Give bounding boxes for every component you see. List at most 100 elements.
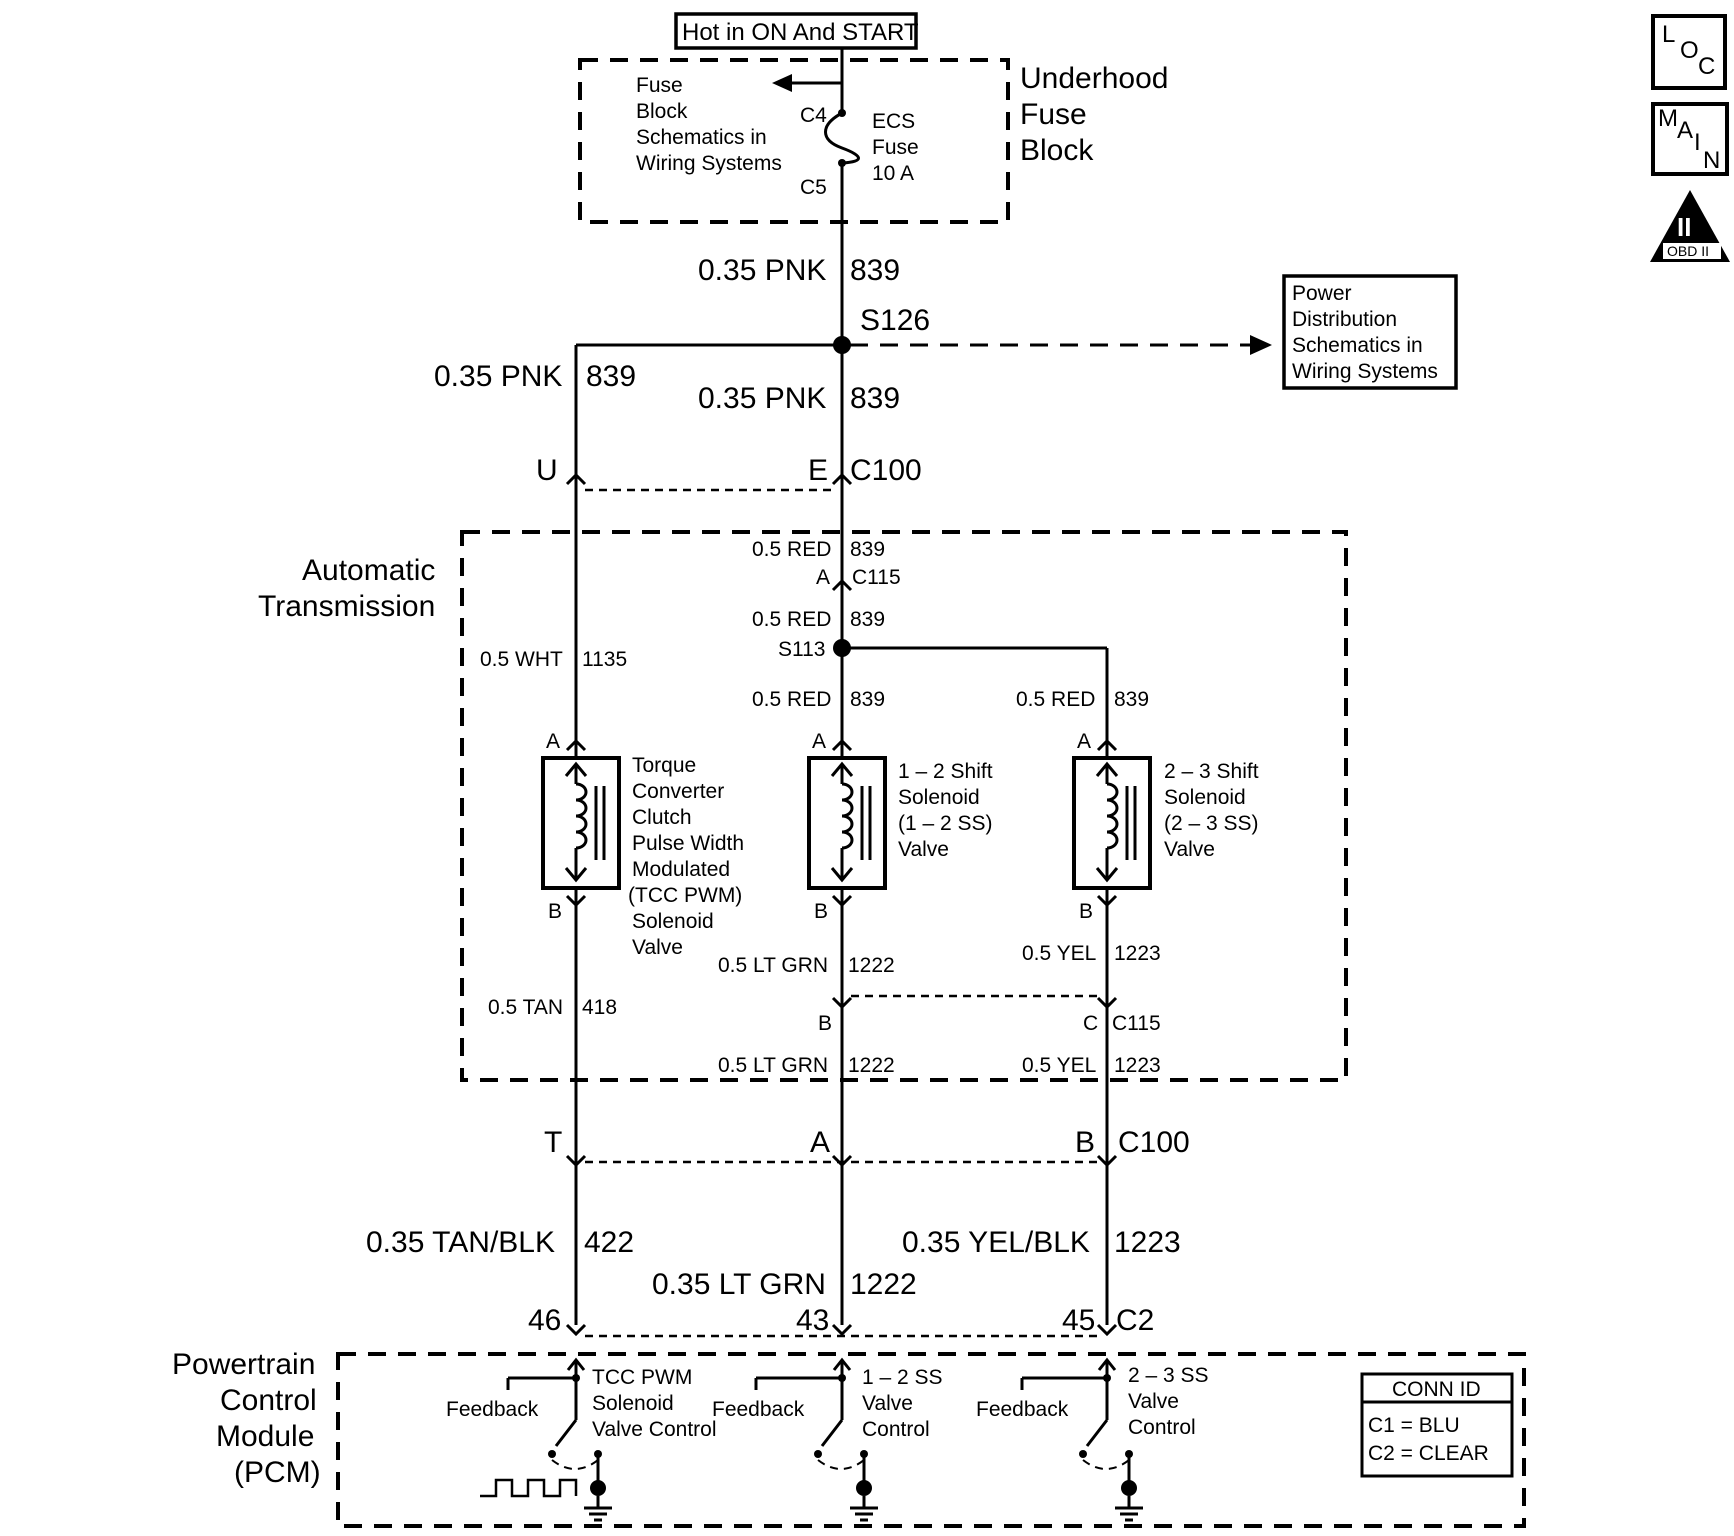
wire-label-pnk-left-color: 0.35 PNK [434,360,562,393]
wire-label-red-right-color: 0.5 RED [1016,688,1095,711]
svg-text:Valve: Valve [1164,838,1215,861]
wire-label-yel-1-circuit: 1223 [1114,942,1161,965]
main-icon: M A I N [1651,102,1729,176]
wire-label-pnk-center-1-circuit: 839 [850,254,900,287]
c100-pin-e-icon [831,472,853,486]
ss23-pin-a: A [1077,730,1091,753]
svg-text:(1 – 2 SS): (1 – 2 SS) [898,812,993,835]
wire-label-ltgrn-pcm-circuit: 1222 [850,1268,917,1301]
svg-text:N: N [1703,147,1720,174]
wire-label-tanblk-color: 0.35 TAN/BLK [366,1226,555,1259]
pcm-feedback-tcc: Feedback [446,1398,539,1421]
svg-text:Valve: Valve [898,838,949,861]
c2-pin-46-icon [565,1323,587,1337]
power-dist-arrowhead-icon [1250,335,1272,355]
c100-pin-b-icon [1096,1154,1118,1168]
svg-text:Modulated: Modulated [632,858,730,881]
fuse-conn-c5: C5 [800,176,827,199]
ss12-solenoid-label: 1 – 2 Shift Solenoid (1 – 2 SS) Valve [898,760,993,861]
ss23-solenoid-label: 2 – 3 Shift Solenoid (2 – 3 SS) Valve [1164,760,1259,861]
svg-text:Fuse: Fuse [872,136,919,159]
c100-upper-label: C100 [850,454,922,487]
pcm-tcc-control-label: TCC PWM Solenoid Valve Control [592,1366,717,1441]
svg-text:Pulse Width: Pulse Width [632,832,744,855]
c2-label: C2 [1116,1304,1154,1337]
svg-text:Transmission: Transmission [258,590,435,623]
fuse-conn-c4: C4 [800,104,827,127]
fuse-icon [824,111,860,165]
c115-lower-label: C115 [1112,1012,1161,1035]
svg-text:Schematics in: Schematics in [1292,334,1423,357]
wire-label-red-s113-top-color: 0.5 RED [752,608,831,631]
wire-label-wht-circuit: 1135 [582,648,627,671]
underhood-fuse-block-boundary [578,58,1010,224]
wire-label-ltgrn-2-circuit: 1222 [848,1054,895,1077]
c100-pin-e: E [808,454,828,487]
wire-label-tanblk-circuit: 422 [584,1226,634,1259]
wire-label-yelblk-color: 0.35 YEL/BLK [902,1226,1090,1259]
svg-text:10 A: 10 A [872,162,914,185]
c100-pin-u-icon [565,472,587,486]
wire-label-ltgrn-1-circuit: 1222 [848,954,895,977]
svg-text:Control: Control [862,1418,930,1441]
c115-pin-a: A [816,566,830,589]
svg-text:I: I [1694,129,1701,156]
svg-text:Torque: Torque [632,754,696,777]
ss12-pin-a-icon [831,738,853,752]
svg-text:Powertrain: Powertrain [172,1348,315,1381]
svg-text:Distribution: Distribution [1292,308,1397,331]
pcm-feedback-ss23: Feedback [976,1398,1069,1421]
svg-text:M: M [1658,105,1678,132]
svg-text:Module: Module [216,1420,314,1453]
c100-pin-u: U [536,454,558,487]
ss12-pin-a: A [812,730,826,753]
svg-text:Power: Power [1292,282,1352,305]
splice-s113 [833,639,851,657]
conn-id-title: CONN ID [1392,1378,1481,1401]
svg-text:ECS: ECS [872,110,915,133]
wire-label-tan-color: 0.5 TAN [488,996,563,1019]
svg-text:II: II [1677,212,1691,242]
automatic-transmission-title: Automatic Transmission [258,554,435,623]
power-label-box [674,12,918,50]
svg-text:Automatic: Automatic [302,554,435,587]
wire-label-pnk-center-2-circuit: 839 [850,382,900,415]
tcc-pwm-solenoid-icon [541,750,621,896]
svg-text:O: O [1680,37,1699,64]
c100-pin-b: B [1075,1126,1095,1159]
pcm-ss12-control-label: 1 – 2 SS Valve Control [862,1366,943,1441]
wire-label-tan-circuit: 418 [582,996,617,1019]
svg-text:Wiring Systems: Wiring Systems [636,152,782,175]
pcm-ss23-driver-icon [1020,1357,1143,1522]
pcm-ss12-driver-icon [754,1357,878,1522]
wire-label-ltgrn-1-color: 0.5 LT GRN [718,954,828,977]
svg-text:(2 – 3 SS): (2 – 3 SS) [1164,812,1259,835]
power-dist-ref-box [1282,274,1458,390]
svg-text:C: C [1698,53,1715,80]
c2-pin-45: 45 [1062,1304,1095,1337]
tcc-pwm-solenoid-label: Torque Converter Clutch Pulse Width Modu… [628,754,744,959]
wire-label-ltgrn-pcm-color: 0.35 LT GRN [652,1268,826,1301]
pcm-ss23-control-label: 2 – 3 SS Valve Control [1128,1364,1209,1439]
ss23-pin-b: B [1079,900,1093,923]
svg-text:Fuse: Fuse [1020,98,1087,131]
svg-text:Wiring Systems: Wiring Systems [1292,360,1438,383]
svg-text:2 – 3 Shift: 2 – 3 Shift [1164,760,1259,783]
c115-upper-label: C115 [852,566,901,589]
wire-label-pnk-center-1-color: 0.35 PNK [698,254,826,287]
svg-text:L: L [1662,21,1675,48]
tcc-pin-b: B [548,900,562,923]
wire-label-red-c115-top-color: 0.5 RED [752,538,831,561]
c115-pin-b: B [818,1012,832,1035]
wire-label-yel-2-color: 0.5 YEL [1022,1054,1096,1077]
svg-text:Block: Block [1020,134,1094,167]
svg-text:TCC PWM: TCC PWM [592,1366,692,1389]
tcc-pin-a: A [546,730,560,753]
svg-text:A: A [1677,117,1693,144]
c2-pin-45-icon [1096,1323,1118,1337]
wire-label-yelblk-circuit: 1223 [1114,1226,1181,1259]
c2-pin-46: 46 [528,1304,561,1337]
wire-label-pnk-center-2-color: 0.35 PNK [698,382,826,415]
svg-text:Converter: Converter [632,780,724,803]
